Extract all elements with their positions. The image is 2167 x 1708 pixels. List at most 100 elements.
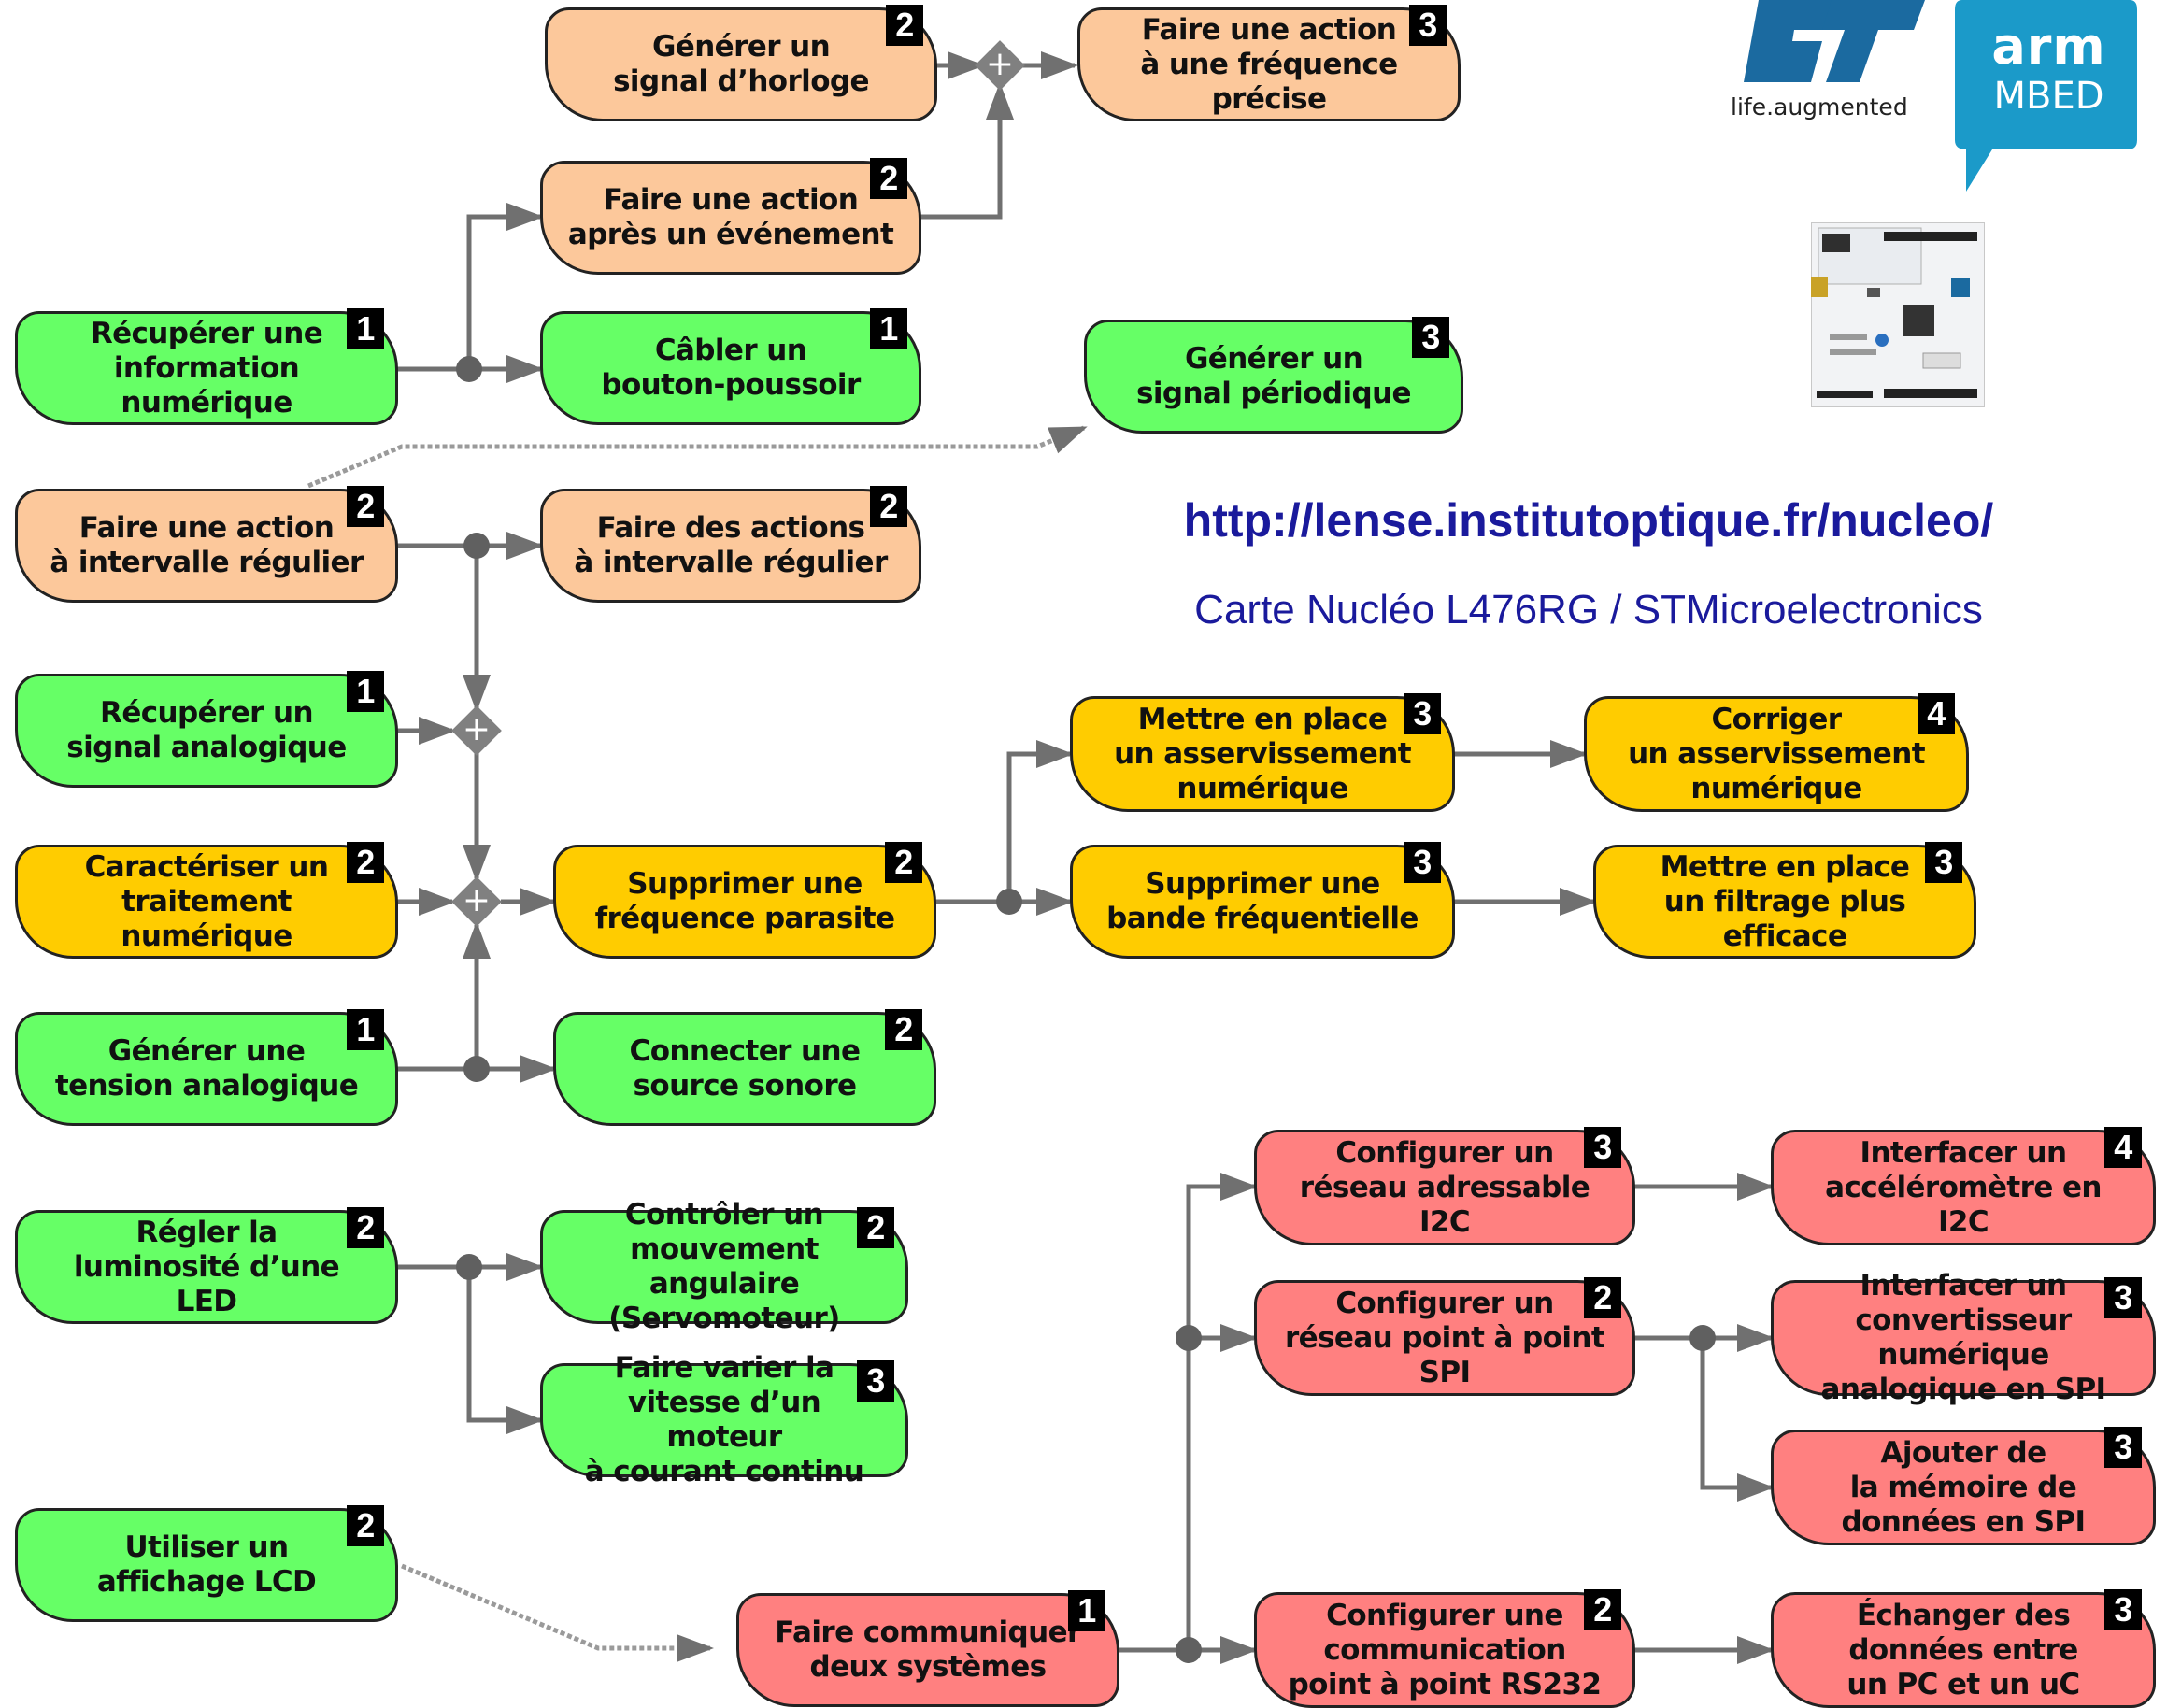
node-label: Faire une action après un événement: [567, 183, 894, 251]
level-badge: 1: [347, 671, 384, 712]
node-label: Corriger un asservissement numérique: [1628, 702, 1925, 805]
level-badge: 2: [886, 5, 923, 46]
course-url-link[interactable]: http://lense.institutoptique.fr/nucleo/: [1183, 494, 1994, 547]
node-label: Mettre en place un asservissement numéri…: [1114, 702, 1411, 805]
combine-plus-icon: +: [451, 876, 502, 927]
level-badge: 3: [1404, 693, 1441, 734]
level-badge: 2: [347, 842, 384, 883]
level-badge: 2: [870, 486, 907, 527]
junction-dot: [996, 889, 1022, 915]
level-badge: 3: [857, 1360, 894, 1402]
arm-mbed-logo-icon: [1955, 0, 2137, 192]
arm-word: arm: [1991, 17, 2106, 76]
level-badge: 3: [2104, 1277, 2142, 1318]
node-label: Échanger des données entre un PC et un u…: [1846, 1598, 2080, 1701]
node-label: Faire une action à intervalle régulier: [50, 511, 364, 579]
level-badge: 2: [347, 1505, 384, 1546]
level-badge: 2: [857, 1207, 894, 1248]
edge-dotted-interval-periodic: [307, 425, 1088, 489]
skill-node[interactable]: Générer un signal d’horloge 2: [545, 5, 937, 121]
edge-dotted-lcd-comm: [401, 1563, 714, 1662]
node-label: Récupérer un signal analogique: [66, 696, 347, 764]
node-label: Interfacer un convertisseur numérique an…: [1820, 1269, 2107, 1406]
skill-node[interactable]: Connecter une source sonore 2: [553, 1009, 936, 1126]
junction-dot: [1176, 1637, 1202, 1663]
level-badge: 2: [885, 842, 922, 883]
node-label: Caractériser un traitement numérique: [84, 849, 329, 953]
level-badge: 2: [1584, 1589, 1621, 1630]
node-label: Utiliser un affichage LCD: [96, 1530, 317, 1599]
skill-node[interactable]: Interfacer un convertisseur numérique an…: [1771, 1269, 2156, 1406]
level-badge: 3: [1584, 1127, 1621, 1168]
level-badge: 3: [1925, 842, 1962, 883]
level-badge: 3: [2104, 1427, 2142, 1468]
level-badge: 2: [347, 1207, 384, 1248]
level-badge: 3: [1409, 5, 1447, 46]
edge-junction-event: [466, 203, 544, 369]
edge-junction-moteur: [466, 1267, 544, 1434]
skill-node[interactable]: Faire varier la vitesse d’un moteur à co…: [540, 1351, 908, 1488]
nucleo-board-icon: [1811, 222, 1985, 407]
node-label: Mettre en place un filtrage plus efficac…: [1660, 849, 1910, 953]
junction-dot: [456, 356, 482, 382]
edge-junction-memoire: [1700, 1338, 1775, 1502]
edge-junction-asserv: [1006, 740, 1074, 902]
skill-node[interactable]: Faire une action à une fréquence précise…: [1077, 5, 1461, 121]
edge-junction-i2c: [1186, 1173, 1258, 1338]
level-badge: 1: [347, 308, 384, 349]
level-badge: 3: [2104, 1589, 2142, 1630]
level-badge: 2: [347, 486, 384, 527]
node-label: Configurer un réseau adressable I2C: [1299, 1135, 1590, 1239]
st-logo-icon: [1744, 0, 1925, 82]
edge-junction-spi: [1186, 1324, 1258, 1650]
node-label: Interfacer un accéléromètre en I2C: [1825, 1135, 2102, 1239]
level-badge: 2: [1584, 1277, 1621, 1318]
node-label: Faire communiquer deux systèmes: [775, 1615, 1081, 1684]
node-label: Supprimer une bande fréquentielle: [1106, 867, 1419, 935]
node-label: Connecter une source sonore: [629, 1034, 861, 1103]
level-badge: 1: [1068, 1590, 1105, 1631]
junction-dot: [463, 1056, 490, 1082]
skill-node[interactable]: Caractériser un traitement numérique 2: [15, 842, 398, 959]
node-label: Configurer une communication point à poi…: [1288, 1598, 1602, 1701]
level-badge: 4: [1918, 693, 1955, 734]
junction-dot: [1689, 1325, 1716, 1351]
node-label: Faire des actions à intervalle régulier: [574, 511, 888, 579]
level-badge: 2: [870, 158, 907, 199]
st-tagline: life.augmented: [1731, 93, 1908, 121]
junction-dot: [456, 1254, 482, 1280]
node-label: Contrôler un mouvement angulaire (Servom…: [608, 1198, 840, 1335]
skill-node[interactable]: Échanger des données entre un PC et un u…: [1771, 1589, 2156, 1708]
level-badge: 3: [1412, 317, 1449, 358]
skill-node[interactable]: Mettre en place un filtrage plus efficac…: [1593, 842, 1976, 959]
level-badge: 2: [885, 1009, 922, 1050]
level-badge: 4: [2104, 1127, 2142, 1168]
level-badge: 1: [870, 308, 907, 349]
skill-node[interactable]: Utiliser un affichage LCD 2: [15, 1505, 398, 1622]
skill-node[interactable]: Mettre en place un asservissement numéri…: [1070, 693, 1455, 812]
level-badge: 1: [347, 1009, 384, 1050]
node-label: Faire une action à une fréquence précise: [1140, 12, 1398, 116]
skill-node[interactable]: Contrôler un mouvement angulaire (Servom…: [540, 1198, 908, 1335]
skill-node[interactable]: Configurer une communication point à poi…: [1254, 1589, 1635, 1708]
node-label: Générer un signal périodique: [1135, 342, 1412, 410]
node-label: Générer une tension analogique: [54, 1034, 359, 1103]
node-label: Générer un signal d’horloge: [613, 30, 869, 98]
